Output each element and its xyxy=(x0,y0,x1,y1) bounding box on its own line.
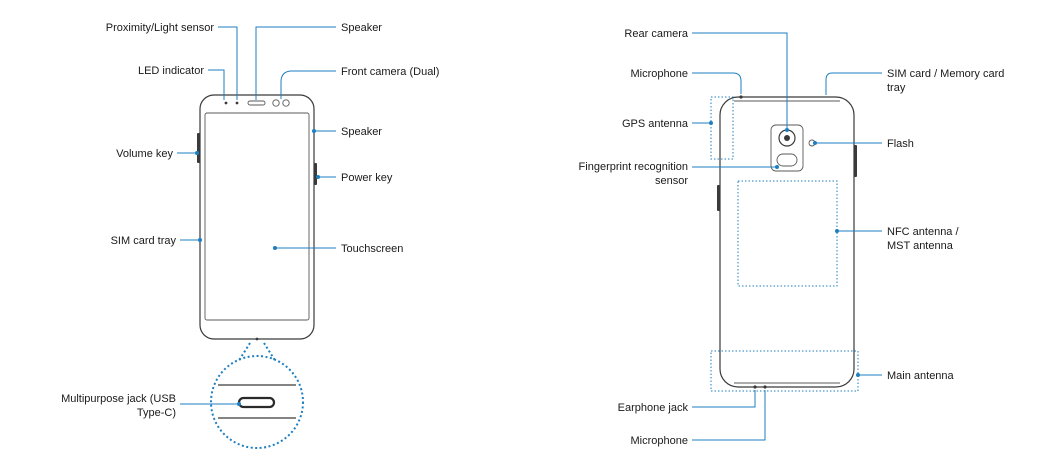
usb-jack-zoom-circle xyxy=(210,355,304,449)
label-multipurpose-jack-line1: Multipurpose jack (USB xyxy=(61,393,176,405)
leader-led-indicator xyxy=(208,69,225,100)
label-proximity-sensor: Proximity/Light sensor xyxy=(106,22,215,34)
fingerprint-sensor-icon xyxy=(776,153,798,167)
gps-antenna-zone xyxy=(710,96,734,160)
nfc-antenna-zone xyxy=(737,180,838,287)
back-view: Rear camera Microphone GPS antenna Finge… xyxy=(579,28,1005,447)
label-power-key: Power key xyxy=(341,172,393,184)
leader-speaker-top xyxy=(255,26,336,100)
leader-front-camera xyxy=(280,70,336,99)
volume-key-icon xyxy=(197,133,200,163)
label-fingerprint-line2: sensor xyxy=(655,175,688,187)
label-speaker-top: Speaker xyxy=(341,22,382,34)
label-touchscreen: Touchscreen xyxy=(341,243,403,255)
bottom-microphone-icon xyxy=(763,385,767,389)
front-camera-left-icon xyxy=(272,99,280,107)
leader-volume-key-dot xyxy=(195,151,199,155)
leader-sim-card-tray-dot xyxy=(198,238,202,242)
label-sim-memory-line2: tray xyxy=(887,82,906,94)
label-front-camera: Front camera (Dual) xyxy=(341,66,439,78)
leader-rear-camera xyxy=(692,32,788,130)
leader-proximity-sensor xyxy=(218,26,238,100)
back-power-key-icon xyxy=(854,145,857,177)
label-fingerprint-line1: Fingerprint recognition xyxy=(579,161,688,173)
rear-camera-lens-inner-icon xyxy=(784,135,790,141)
label-rear-camera: Rear camera xyxy=(624,28,688,40)
label-volume-key: Volume key xyxy=(116,148,173,160)
leader-main-antenna-dot xyxy=(856,373,860,377)
label-multipurpose-jack-line2: Type-C) xyxy=(137,407,176,419)
earphone-jack-icon xyxy=(753,385,757,389)
power-key-icon xyxy=(314,163,317,185)
leader-rear-camera-dot xyxy=(785,128,789,132)
label-speaker-side: Speaker xyxy=(341,126,382,138)
label-gps-antenna: GPS antenna xyxy=(622,118,689,130)
label-led-indicator: LED indicator xyxy=(138,65,204,77)
leader-microphone-bottom xyxy=(692,390,766,441)
front-view: Proximity/Light sensor LED indicator Vol… xyxy=(61,22,439,449)
top-microphone-icon xyxy=(739,95,743,99)
leader-nfc-dot xyxy=(835,229,839,233)
label-nfc-line1: NFC antenna / xyxy=(887,226,959,238)
label-microphone-top: Microphone xyxy=(631,68,688,80)
leader-flash-dot xyxy=(813,141,817,145)
leader-sim-memory xyxy=(825,72,882,95)
label-sim-memory-line1: SIM card / Memory card xyxy=(887,68,1004,80)
front-touchscreen-area xyxy=(204,112,310,321)
label-nfc-line2: MST antenna xyxy=(887,240,954,252)
leader-microphone-top xyxy=(692,72,742,94)
usb-jack-marker-icon xyxy=(255,337,259,341)
earpiece-speaker-icon xyxy=(247,100,266,106)
front-camera-right-icon xyxy=(282,99,290,107)
proximity-sensor-icon xyxy=(235,101,239,105)
label-flash: Flash xyxy=(887,138,914,150)
led-indicator-icon xyxy=(224,101,228,105)
main-antenna-zone xyxy=(710,350,859,392)
leader-multipurpose-jack-dot xyxy=(237,402,241,406)
zoom-connector-right xyxy=(263,342,277,363)
leader-earphone-jack xyxy=(692,390,756,408)
leader-touchscreen-dot xyxy=(273,246,277,250)
label-microphone-bottom: Microphone xyxy=(631,435,688,447)
usb-type-c-port-icon xyxy=(237,396,276,409)
leader-power-key-dot xyxy=(316,175,320,179)
label-main-antenna: Main antenna xyxy=(887,370,955,382)
back-volume-key-icon xyxy=(717,185,720,211)
leader-gps-antenna-dot xyxy=(709,121,713,125)
label-earphone-jack: Earphone jack xyxy=(618,402,689,414)
leader-fingerprint-dot xyxy=(775,165,779,169)
front-phone-body xyxy=(199,94,315,340)
label-sim-card-tray: SIM card tray xyxy=(111,235,177,247)
leader-speaker-side-dot xyxy=(312,129,316,133)
